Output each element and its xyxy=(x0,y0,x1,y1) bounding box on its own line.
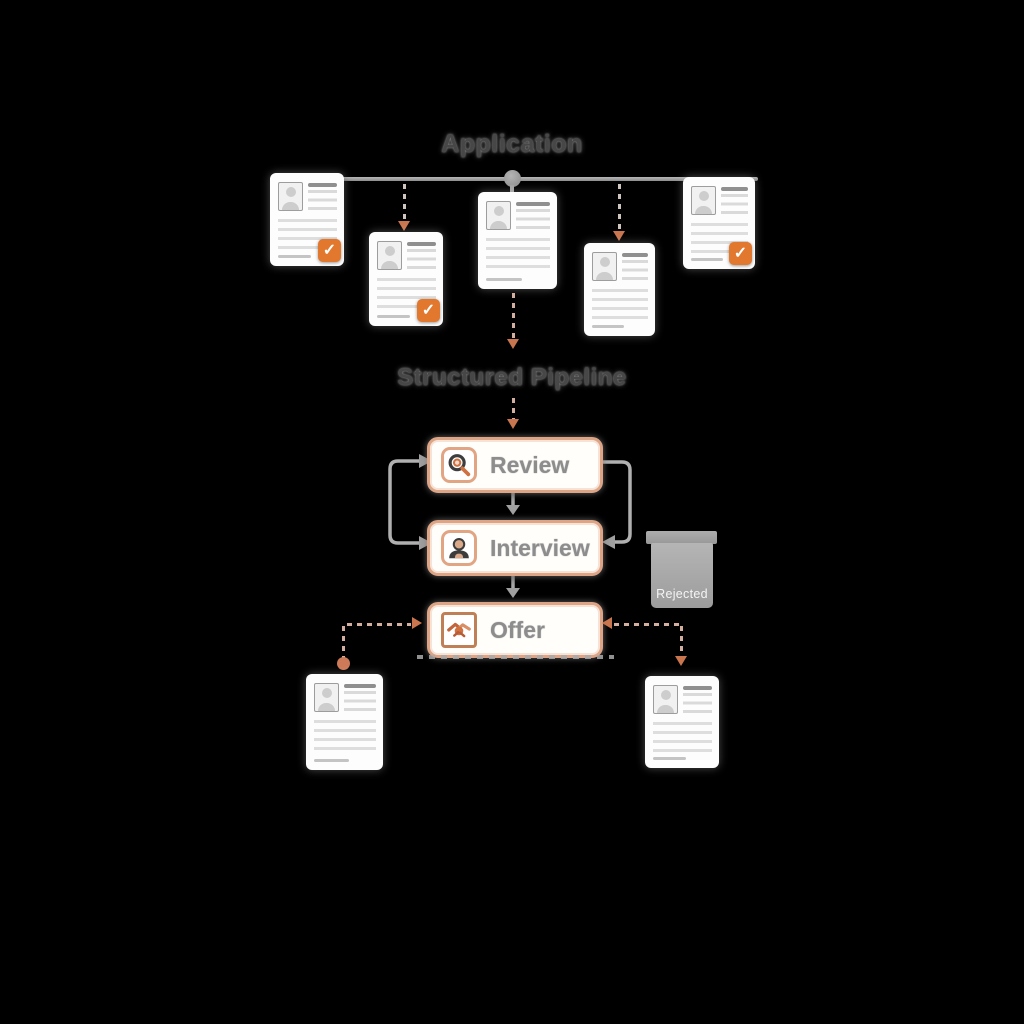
check-icon: ✓ xyxy=(417,299,440,322)
connector-to-pipeline xyxy=(512,293,515,339)
rejected-bin: Rejected xyxy=(651,543,713,608)
resume-document xyxy=(306,674,383,770)
person-interview-icon xyxy=(441,530,477,566)
resume-document xyxy=(478,192,557,289)
resume-document xyxy=(645,676,719,768)
line-node-dot xyxy=(504,170,521,187)
resume-title-line xyxy=(721,187,748,191)
resume-title-line xyxy=(622,253,648,257)
arrowhead-pipeline-icon xyxy=(507,339,519,349)
resume-document xyxy=(584,243,655,336)
resume-document: ✓ xyxy=(369,232,443,326)
application-title: Application xyxy=(441,130,583,158)
arrowhead-doc2-icon xyxy=(398,221,410,231)
connector-doc4 xyxy=(618,184,621,231)
handshake-icon xyxy=(441,612,477,648)
resume-title-line xyxy=(516,202,550,206)
offer-left-dashed-drop xyxy=(342,626,345,660)
offer-left-dashed-line xyxy=(347,623,411,626)
stage-review-label: Review xyxy=(490,451,570,478)
resume-photo-icon xyxy=(653,685,678,714)
resume-title-line xyxy=(308,183,337,187)
resume-photo-icon xyxy=(486,201,511,230)
resume-title-line xyxy=(344,684,376,688)
resume-document: ✓ xyxy=(683,177,755,269)
connector-to-review xyxy=(512,398,515,420)
stage-interview: Interview xyxy=(427,520,603,576)
connector-doc2 xyxy=(403,184,406,222)
stage-interview-label: Interview xyxy=(490,534,590,561)
arrowhead-offer-left-icon xyxy=(412,617,422,629)
resume-photo-icon xyxy=(592,252,617,281)
check-icon: ✓ xyxy=(318,239,341,262)
rejected-label: Rejected xyxy=(656,587,708,601)
offer-right-dashed-line xyxy=(614,623,682,626)
resume-photo-icon xyxy=(278,182,303,211)
arrowhead-doc4-icon xyxy=(613,231,625,241)
arrowhead-right-doc-icon xyxy=(675,656,687,666)
stage-review: Review xyxy=(427,437,603,493)
arrowhead-offer-right-icon xyxy=(602,617,612,629)
magnifier-search-icon xyxy=(441,447,477,483)
rejected-bin-lid xyxy=(646,531,717,544)
stage-offer-label: Offer xyxy=(490,616,545,643)
connector-dot xyxy=(337,657,350,670)
node-stub xyxy=(510,185,514,194)
resume-photo-icon xyxy=(691,186,716,215)
offer-right-dashed-drop xyxy=(680,626,683,657)
offer-shadow-dashes xyxy=(417,655,614,659)
resume-photo-icon xyxy=(377,241,402,270)
resume-title-line xyxy=(683,686,712,690)
resume-photo-icon xyxy=(314,683,339,712)
stage-offer: Offer xyxy=(427,602,603,658)
arrowhead-review-icon xyxy=(507,419,519,429)
resume-document: ✓ xyxy=(270,173,344,266)
check-icon: ✓ xyxy=(729,242,752,265)
resume-title-line xyxy=(407,242,436,246)
structured-pipeline-title: Structured Pipeline xyxy=(397,364,627,391)
